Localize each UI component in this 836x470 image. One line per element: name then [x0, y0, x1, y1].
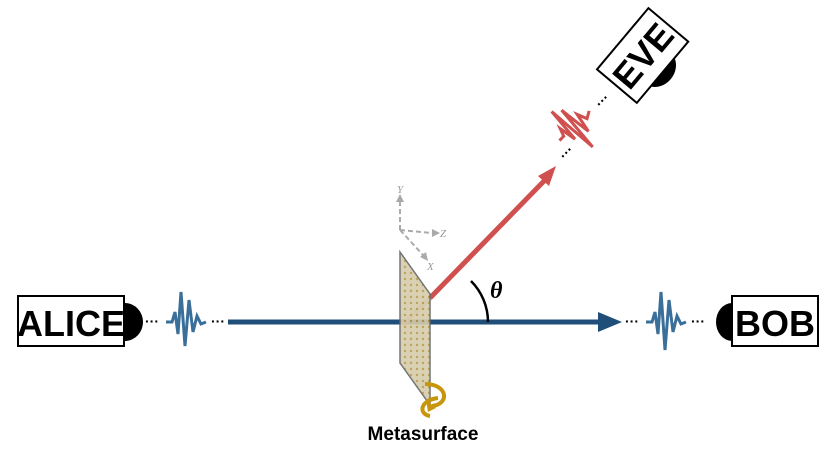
bob-label: BOB	[735, 303, 815, 344]
axis-z-label: Z	[440, 228, 447, 240]
eve-beam	[428, 178, 547, 300]
axis-x-label: X	[426, 261, 435, 273]
eve-node: EVE	[595, 6, 690, 105]
alice-label: ALICE	[17, 303, 125, 344]
dots: ···	[691, 313, 705, 329]
dots: ···	[556, 142, 577, 163]
alice-box	[17, 295, 125, 347]
dots: ···	[145, 313, 159, 329]
dots: ···	[625, 313, 639, 329]
bob-box	[731, 295, 819, 347]
bob-detector-icon	[716, 303, 732, 341]
alice-pulse-icon	[166, 291, 207, 347]
eve-beam-arrowhead	[538, 166, 556, 186]
rotate-arrow-icon	[424, 382, 446, 408]
dots: ···	[211, 313, 225, 329]
axis-y-label: Y	[397, 184, 405, 196]
alice-node: ALICE	[17, 295, 143, 347]
eve-box	[595, 6, 690, 105]
alice-detector-icon	[125, 303, 143, 341]
metasurface-label: Metasurface	[368, 424, 479, 445]
main-beam-arrowhead	[598, 312, 622, 332]
theta-arc	[470, 280, 490, 323]
coordinate-axes	[399, 200, 433, 257]
theta-label: θ	[490, 278, 503, 304]
dots: ···	[592, 90, 613, 111]
bob-pulse-icon	[646, 291, 687, 351]
eve-pulse-icon	[550, 108, 594, 149]
bob-node: BOB	[716, 295, 819, 347]
